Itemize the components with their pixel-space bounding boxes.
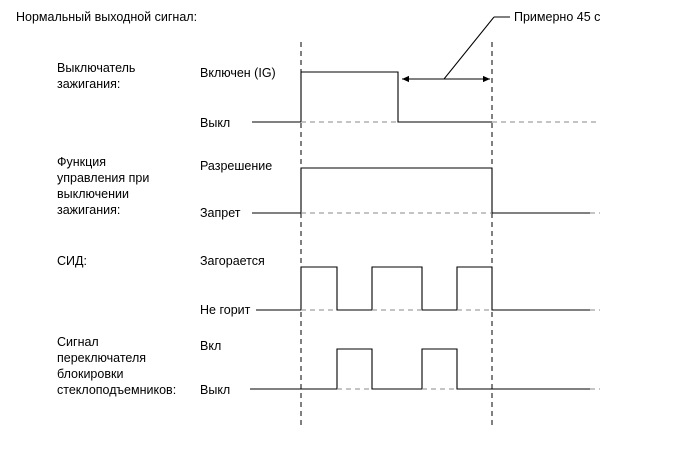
signal-low-label: Выкл xyxy=(200,116,230,130)
duration-annotation: Примерно 45 с xyxy=(514,10,600,24)
signal-name-line: зажигания: xyxy=(57,77,120,91)
signal-window-lock-switch: Сигнал переключателя блокировки стеклопо… xyxy=(57,335,600,397)
signal-led: СИД: Загорается Не горит xyxy=(57,254,600,317)
signal-low-label: Не горит xyxy=(200,303,251,317)
signal-low-label: Запрет xyxy=(200,206,241,220)
signal-waveform xyxy=(250,348,590,390)
signal-name-line: зажигания: xyxy=(57,203,120,217)
signal-name-line: блокировки xyxy=(57,367,123,381)
signal-high-label: Разрешение xyxy=(200,159,272,173)
annotation-leader-diagonal xyxy=(443,16,495,80)
signal-high-label: Включен (IG) xyxy=(200,66,276,80)
signal-waveform xyxy=(252,167,590,214)
signal-waveform xyxy=(256,266,590,311)
signal-name-line: стеклоподъемников: xyxy=(57,383,176,397)
signal-name-line: Сигнал xyxy=(57,335,99,349)
signal-name-line: Выключатель xyxy=(57,61,135,75)
signal-name-line: управления при xyxy=(57,171,149,185)
signal-high-label: Вкл xyxy=(200,339,221,353)
signal-waveform xyxy=(252,71,492,123)
signal-name-line: переключателя xyxy=(57,351,146,365)
signal-poweroff-control: Функция управления при выключении зажига… xyxy=(57,155,600,220)
signal-high-label: Загорается xyxy=(200,254,265,268)
signal-name-line: СИД: xyxy=(57,254,87,268)
diagram-title: Нормальный выходной сигнал: xyxy=(16,10,197,24)
signal-low-label: Выкл xyxy=(200,383,230,397)
signal-name-line: выключении xyxy=(57,187,129,201)
signal-ignition-switch: Выключатель зажигания: Включен (IG) Выкл xyxy=(57,61,600,130)
signal-name-line: Функция xyxy=(57,155,106,169)
